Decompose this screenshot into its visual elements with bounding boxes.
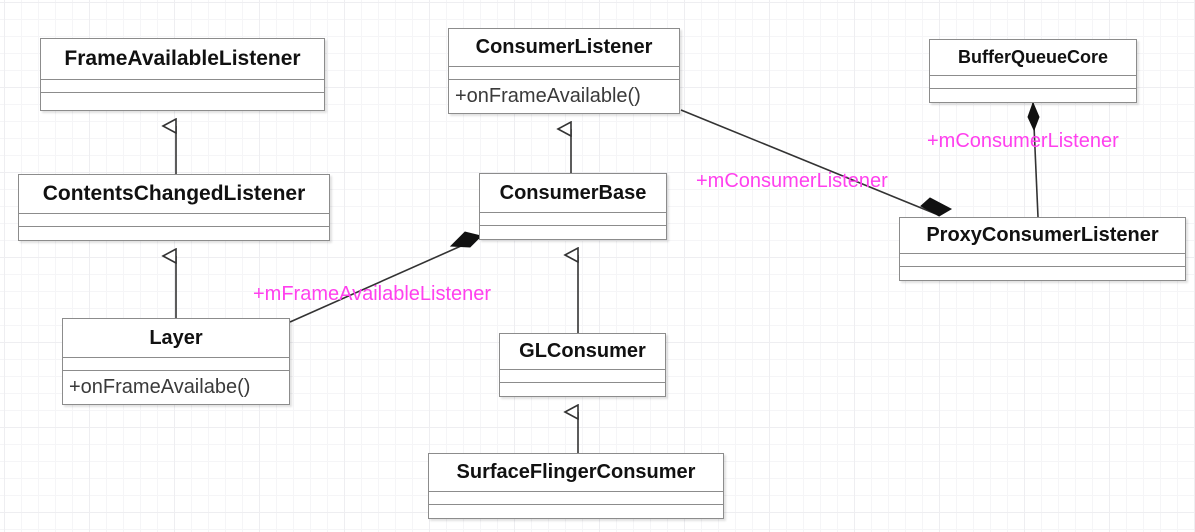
class-box-surface-flinger-consumer[interactable]: SurfaceFlingerConsumer [428,453,724,519]
class-box-consumer-listener[interactable]: ConsumerListener +onFrameAvailable() [448,28,680,114]
class-box-contents-changed-listener[interactable]: ContentsChangedListener [18,174,330,241]
class-box-consumer-base[interactable]: ConsumerBase [479,173,667,240]
class-attributes-compartment [900,254,1185,267]
class-box-proxy-consumer-listener[interactable]: ProxyConsumerListener [899,217,1186,281]
composition-diamond-icon [1027,101,1040,132]
class-attributes-compartment [449,67,679,80]
class-operations-compartment [900,267,1185,280]
composition-diamond-icon [920,197,953,217]
class-operations-compartment [500,383,665,396]
class-operations-compartment [19,227,329,240]
class-box-buffer-queue-core[interactable]: BufferQueueCore [929,39,1137,103]
class-box-gl-consumer[interactable]: GLConsumer [499,333,666,397]
association-label-m-consumer-listener-proxy: +mConsumerListener [696,170,888,192]
class-operations-compartment [930,89,1136,102]
class-attributes-compartment [480,213,666,226]
class-attributes-compartment [930,76,1136,89]
edge-consumer-base-frame-available-listener [289,231,482,323]
class-name-layer: Layer [63,319,289,358]
class-name-proxy-consumer-listener: ProxyConsumerListener [900,218,1185,254]
class-name-consumer-base: ConsumerBase [480,174,666,213]
class-operations-compartment [429,505,723,518]
association-label-m-frame-available-listener: +mFrameAvailableListener [253,283,492,305]
class-attributes-compartment [63,358,289,371]
class-operations-compartment [480,226,666,239]
edge-proxy-consumer-listener-consumer-listener [680,109,953,217]
class-operations-compartment [41,93,324,106]
class-name-surface-flinger-consumer: SurfaceFlingerConsumer [429,454,723,492]
class-box-layer[interactable]: Layer +onFrameAvailabe() [62,318,290,405]
composition-diamond-icon [449,231,482,248]
class-operation-on-frame-available: +onFrameAvailable() [455,85,641,107]
class-attributes-compartment [41,80,324,93]
class-attributes-compartment [500,370,665,383]
class-name-buffer-queue-core: BufferQueueCore [930,40,1136,76]
class-name-consumer-listener: ConsumerListener [449,29,679,67]
class-box-frame-available-listener[interactable]: FrameAvailableListener [40,38,325,111]
class-name-contents-changed-listener: ContentsChangedListener [19,175,329,214]
class-attributes-compartment [429,492,723,505]
edge-buffer-queue-core-consumer-listener [1027,101,1040,218]
class-operation-on-frame-availabe: +onFrameAvailabe() [69,376,251,398]
class-attributes-compartment [19,214,329,227]
association-label-m-consumer-listener-core: +mConsumerListener [927,130,1119,152]
class-name-frame-available-listener: FrameAvailableListener [41,39,324,80]
class-name-gl-consumer: GLConsumer [500,334,665,370]
